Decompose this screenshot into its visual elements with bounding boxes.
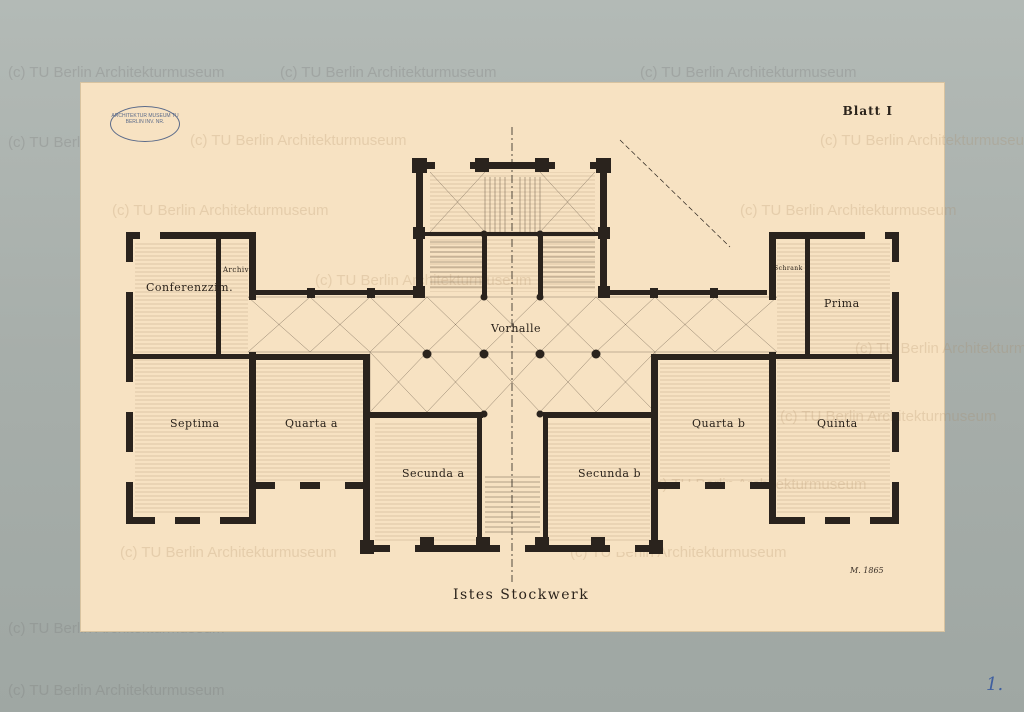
pencil-number: 1. bbox=[986, 674, 1004, 695]
watermark: (c) TU Berlin Architekturmuseum bbox=[112, 202, 329, 219]
room-label-quinta: Quinta bbox=[817, 417, 858, 430]
drawing-sheet: (c) TU Berlin Architekturmuseum (c) TU B… bbox=[80, 82, 1024, 632]
room-label-quarta-b: Quarta b bbox=[692, 417, 745, 430]
watermark: (c) TU Berlin Architekturmuseum bbox=[640, 64, 857, 81]
section-line bbox=[619, 139, 731, 248]
floor-plan: Conferenzzim. Archiv Septima Quarta a Vo… bbox=[126, 127, 899, 582]
room-label-vorhalle: Vorhalle bbox=[490, 322, 541, 335]
floor-title: Istes Stockwerk bbox=[453, 587, 589, 603]
signature: M. 1865 bbox=[850, 566, 884, 575]
stair-bottom bbox=[485, 476, 540, 533]
stair-upper-left bbox=[430, 241, 485, 288]
stair-upper-right bbox=[540, 241, 595, 288]
stair-center-top bbox=[484, 177, 541, 232]
watermark: (c) TU Berlin Architekturmuseum bbox=[280, 64, 497, 81]
watermark: (c) TU Berlin Architekturmuseum bbox=[820, 132, 1024, 149]
columns bbox=[422, 230, 601, 418]
room-label-prima: Prima bbox=[824, 297, 860, 310]
room-label-septima: Septima bbox=[170, 417, 220, 430]
room-label-conferenz: Conferenzzim. bbox=[146, 281, 233, 294]
piers bbox=[307, 158, 718, 554]
room-label-schrank: Schrank bbox=[774, 265, 803, 272]
staircases bbox=[430, 177, 595, 533]
room-label-archiv: Archiv bbox=[222, 266, 249, 274]
watermark: (c) TU Berlin Architekturmuseum bbox=[120, 544, 337, 561]
watermark: (c) TU Berlin Architekturmuseum bbox=[8, 64, 225, 81]
floor-title-prefix: I bbox=[453, 587, 461, 603]
museum-stamp: ARCHITEKTUR MUSEUM TU BERLIN INV. NR. bbox=[110, 106, 180, 142]
floor-title-text: stes Stockwerk bbox=[460, 587, 590, 603]
room-labels: Conferenzzim. Archiv Septima Quarta a Vo… bbox=[146, 265, 860, 480]
watermark: (c) TU Berlin Architekturmuseum bbox=[8, 682, 225, 699]
windows bbox=[126, 162, 899, 552]
room-label-quarta-a: Quarta a bbox=[285, 417, 338, 430]
room-label-secunda-a: Secunda a bbox=[402, 467, 465, 480]
stamp-lettering: ARCHITEKTUR MUSEUM TU BERLIN INV. NR. bbox=[111, 113, 179, 126]
sheet-label: Blatt I bbox=[842, 104, 893, 118]
room-label-secunda-b: Secunda b bbox=[578, 467, 641, 480]
watermark: (c) TU Berlin Architekturmuseum bbox=[190, 132, 407, 149]
watermark: (c) TU Berlin Architekturmuseum bbox=[740, 202, 957, 219]
